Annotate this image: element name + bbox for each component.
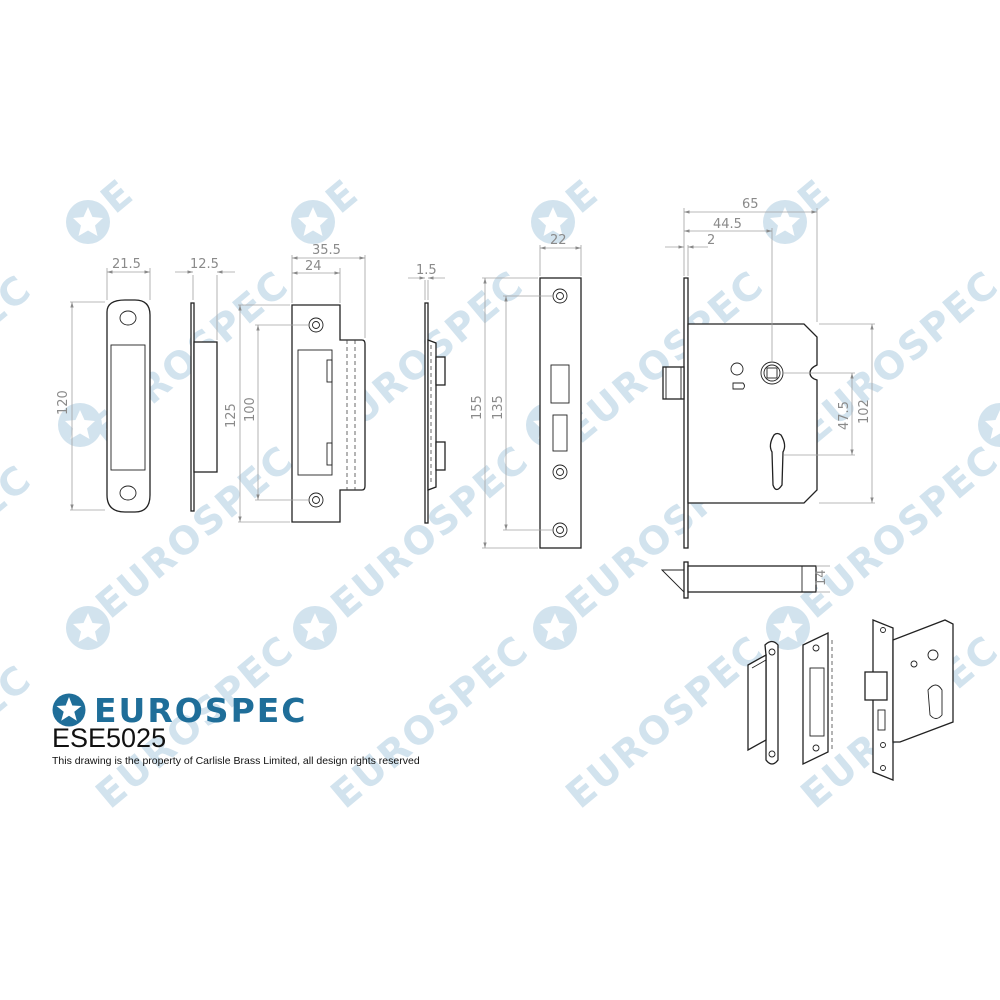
isometric-lock-case — [864, 619, 954, 781]
brand-name: EUROSPEC — [94, 690, 308, 730]
dim-forend-screw-centres: 135 — [491, 395, 506, 420]
dim-forend-thickness: 2 — [707, 233, 715, 248]
svg-text:EC: EC — [0, 456, 40, 527]
dim-strike-box-height: 120 — [56, 390, 71, 415]
dim-centres: 47.5 — [837, 401, 852, 430]
dim-strike-plate-screw-centres: 100 — [243, 397, 258, 422]
brand-logo: EUROSPEC — [52, 693, 308, 727]
svg-text:EUROSPEC: EUROSPEC — [793, 437, 1000, 627]
dim-strike-plate-height: 125 — [224, 403, 239, 428]
star-logo-icon — [52, 693, 86, 727]
strike-box-side-view: 12.5 — [175, 257, 235, 512]
strike-box-front-view: 21.5 120 — [56, 257, 151, 513]
svg-text:EUROSPEC: EUROSPEC — [558, 627, 773, 817]
dim-strike-plate-overall-width: 35.5 — [312, 243, 341, 258]
product-code: ESE5025 — [52, 723, 167, 753]
svg-text:EUROSPEC: EUROSPEC — [323, 627, 538, 817]
dim-strike-box-depth: 12.5 — [190, 257, 219, 272]
lock-body-view: 65 44.5 2 47.5 102 — [662, 197, 875, 549]
isometric-strike-box — [747, 640, 779, 765]
dim-strike-plate-thickness: 1.5 — [416, 263, 437, 278]
latch-bolt-view: 14 — [660, 561, 830, 599]
dim-backset: 44.5 — [713, 217, 742, 232]
strike-plate-front-view: 35.5 24 125 100 — [224, 243, 366, 523]
dim-case-height: 102 — [857, 399, 872, 424]
svg-text:EC: EC — [0, 266, 40, 337]
copyright-notice: This drawing is the property of Carlisle… — [52, 755, 420, 767]
isometric-strike-plate — [802, 631, 833, 766]
svg-text:EUROSPEC: EUROSPEC — [793, 262, 1000, 452]
svg-text:EC: EC — [0, 656, 40, 727]
dim-strike-box-width: 21.5 — [112, 257, 141, 272]
dim-forend-width: 22 — [550, 233, 567, 248]
dim-latch-height: 14 — [814, 569, 829, 586]
strike-plate-side-view: 1.5 — [408, 263, 446, 524]
dim-forend-height: 155 — [470, 395, 485, 420]
dim-strike-plate-width: 24 — [305, 259, 322, 274]
forend-view: 22 155 135 — [470, 233, 582, 549]
dim-case-depth: 65 — [742, 197, 759, 212]
